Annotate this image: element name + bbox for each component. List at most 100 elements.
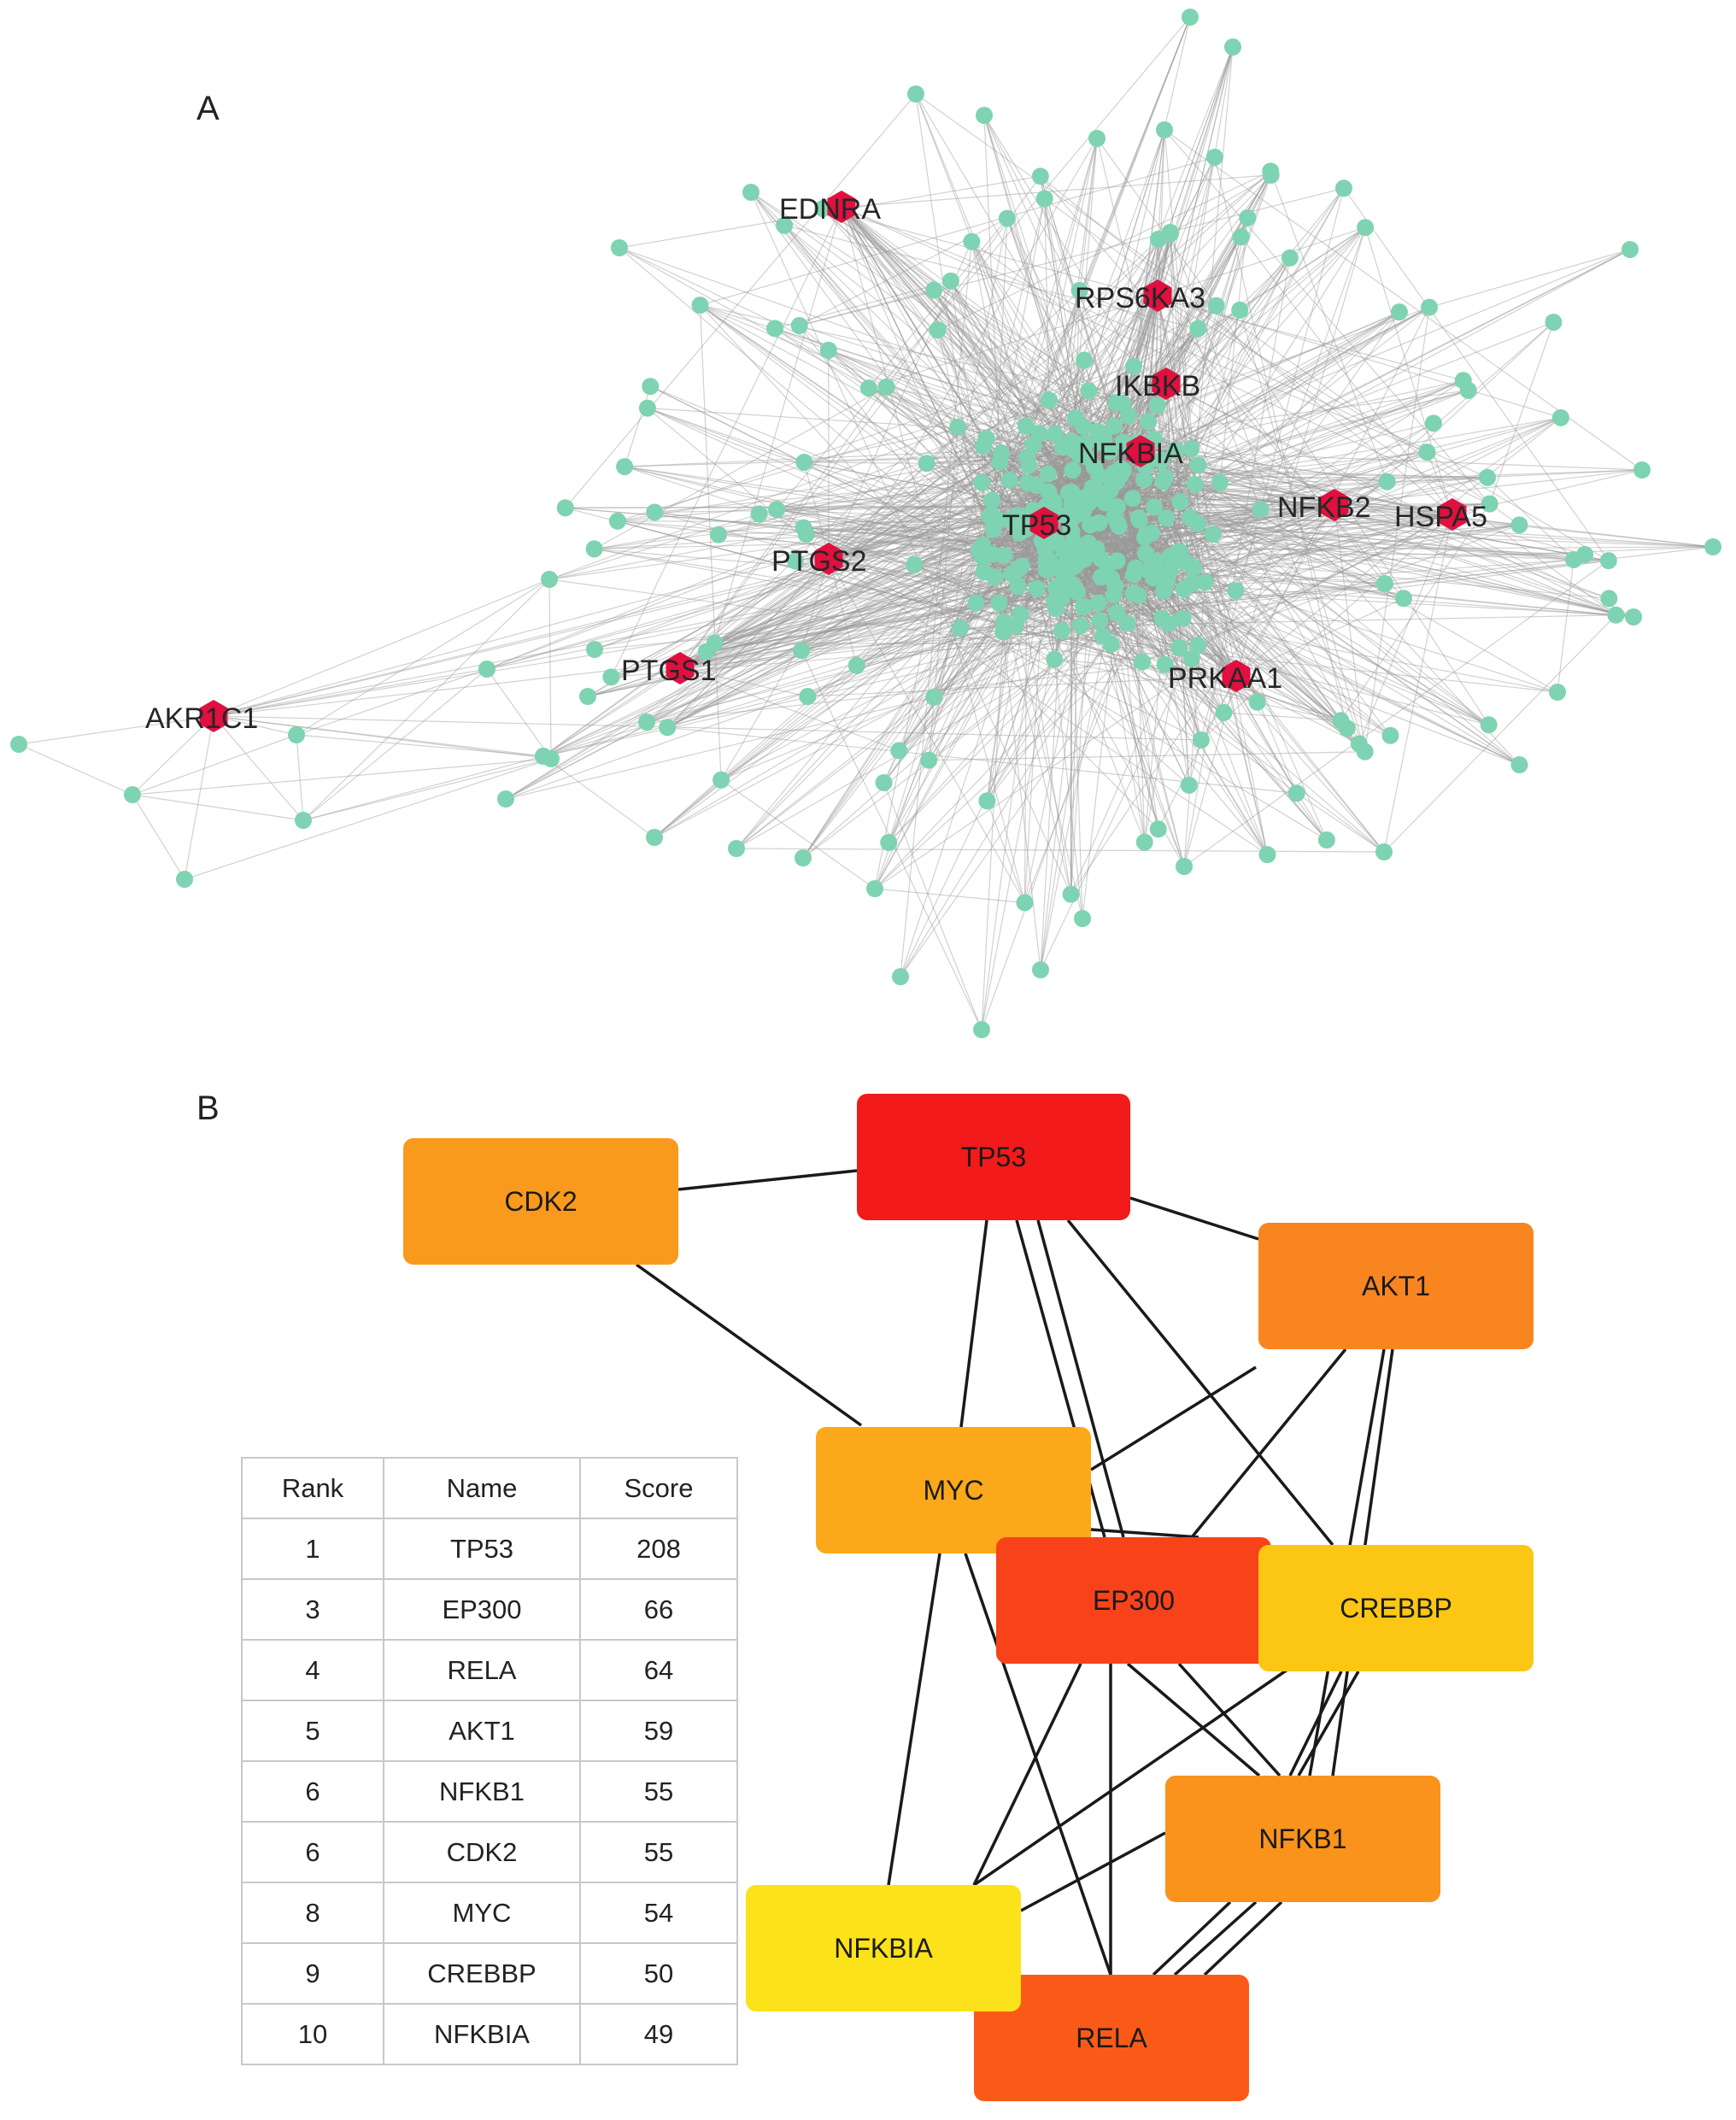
interaction-edge [1090,1365,1257,1471]
network-edge [1157,226,1366,297]
network-edge [983,115,1115,518]
node-tp53: TP53 [857,1094,1130,1220]
network-edge [646,295,1158,723]
network-edge [1140,226,1366,452]
network-edge [505,479,1011,800]
network-edge [1113,473,1202,741]
network-edge [1096,138,1217,307]
network-edge [828,515,990,560]
network-edge [647,408,1112,579]
network-node [1317,831,1335,849]
network-edge [594,533,1213,550]
network-node [1166,442,1184,460]
name-cell: RELA [383,1639,581,1701]
network-edge [841,206,1027,427]
network-edge [1082,524,1520,555]
network-node [1155,582,1173,600]
network-edge [868,387,1058,515]
network-edge [619,247,1018,587]
network-node [998,209,1016,227]
network-edge [900,533,1214,978]
table-row: 3 EP300 66 [241,1578,738,1641]
network-node [1127,559,1145,577]
network-node [1625,608,1642,625]
network-node [288,726,305,743]
hub-label-ednra: EDNRA [779,193,881,226]
network-edge [1153,438,1586,555]
network-edge [302,758,552,821]
network-edge [874,417,1562,890]
network-edge [981,595,1140,1031]
network-edge [706,522,1021,653]
network-edge [1194,524,1520,569]
network-edge [900,625,1017,978]
network-node [1062,885,1080,903]
network-node [1108,604,1126,622]
name-cell: NFKBIA [383,2003,581,2065]
network-edge [1116,402,1616,616]
network-node [585,540,603,558]
hub-node-ptgs2 [814,543,843,575]
network-edge [1164,129,1491,505]
network-edge [1153,295,1158,440]
network-edge [296,734,304,821]
network-edge [983,571,1258,703]
network-node [1137,525,1155,543]
network-node [1232,228,1250,246]
rank-cell: 4 [241,1639,384,1701]
column-header-score: Score [579,1457,738,1519]
network-edge [666,433,1056,728]
network-edge [1183,257,1291,867]
network-edge [1188,188,1345,786]
network-node [176,871,193,888]
network-edge [913,445,984,566]
network-edge [841,206,1082,499]
network-edge [986,550,1181,802]
network-edge [594,522,1045,550]
hub-node-rps6ka3 [1143,279,1172,312]
network-edge [1117,232,1171,508]
network-edge [950,280,1115,518]
network-node [963,232,981,250]
network-node [1189,320,1207,338]
table-row: 8 MYC 54 [241,1882,738,1944]
network-edge [1340,503,1491,721]
network-edge [874,583,1167,890]
network-edge [933,631,1004,698]
network-node [1215,703,1233,721]
network-edge [1064,477,1488,576]
network-edge [679,667,808,697]
network-edge [654,631,1004,838]
network-edge [1122,46,1234,404]
network-edge [841,206,1490,505]
network-edge [213,472,1114,717]
network-edge [1070,530,1405,599]
node-myc: MYC [816,1427,1091,1553]
network-edge [1082,426,1261,510]
network-edge [841,206,1141,452]
network-edge [888,612,1117,843]
network-node [1125,357,1143,375]
network-edge [841,206,1122,477]
network-edge [981,482,1034,511]
network-node [1192,731,1210,749]
network-node [1062,521,1080,539]
network-edge [1160,460,1341,721]
hub-node-prkaa1 [1222,660,1251,692]
network-node [611,239,628,256]
network-edge [1128,415,1192,449]
network-edge [542,417,1076,757]
network-node [1204,525,1222,543]
network-edge [971,241,1054,502]
network-edge [1040,498,1094,971]
network-node [742,184,760,201]
network-node [1118,614,1136,632]
interaction-edge [677,1169,858,1191]
network-edge [1053,659,1083,919]
network-edge [1002,295,1158,632]
network-edge [1120,474,1609,561]
network-edge [898,566,1076,751]
network-node [1357,219,1375,237]
network-edge [1072,469,1386,584]
